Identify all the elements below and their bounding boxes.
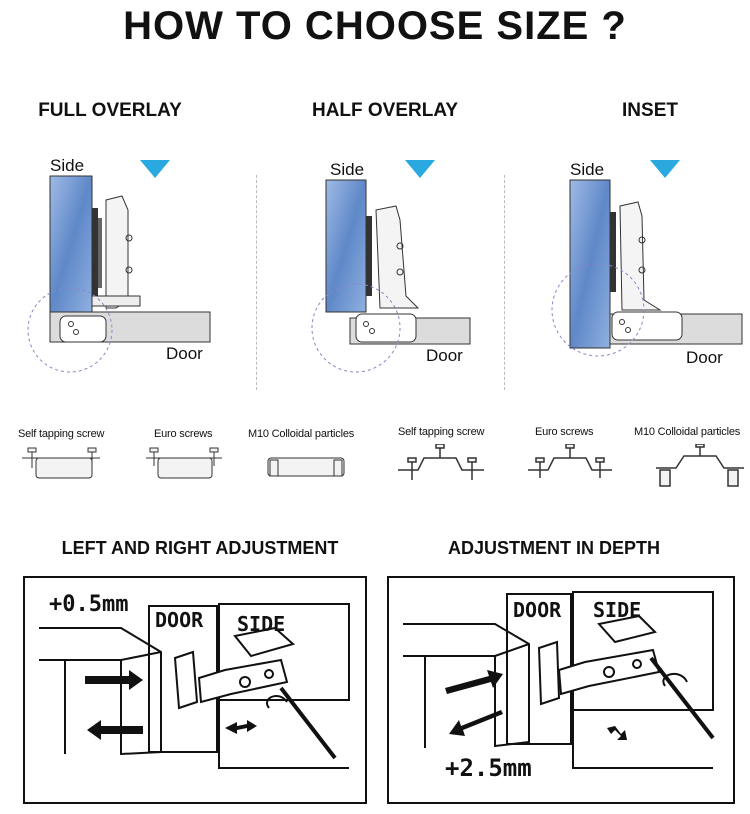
half-overlay-title: HALF OVERLAY [311,100,459,121]
half-overlay-svg [311,160,471,373]
hinge-arm [105,195,129,309]
hinge-cup [355,313,417,343]
inset-title: INSET [622,100,678,121]
down-arrow-icon [140,160,170,178]
adjustment-value: +0.5mm [49,592,129,617]
right-arrow-icon [85,670,143,690]
part-label-self-tapping-screw: Self tapping screw [398,426,485,438]
page-title: HOW TO CHOOSE SIZE ? [123,4,627,48]
hinge-cup [611,311,683,341]
raised-plate-m10 [656,444,744,487]
up-right-arrow-icon [445,670,503,694]
part-label-self-tapping-screw: Self tapping screw [18,428,105,440]
door-label: Door [686,348,723,367]
down-arrow-icon [650,160,680,178]
adjustment-value: +2.5mm [445,754,532,782]
straight-plate-m10 [267,457,345,477]
hinge-arm [375,205,420,309]
screwdriver [279,686,337,760]
mounting-plates-illustration [22,444,744,487]
hinge-plate [610,212,616,292]
part-label-m10-particles: M10 Colloidal particles [248,428,355,440]
door-label: DOOR [155,608,204,632]
side-panel-outline [572,591,714,711]
door-label: DOOR [513,598,562,622]
part-label-euro-screws: Euro screws [535,426,594,438]
hinge-cup [59,315,107,343]
left-right-adjustment-svg [39,603,350,769]
full-overlay-svg [27,160,211,373]
detail-circle [311,283,401,373]
side-panel [49,175,93,313]
full-overlay-diagram: Side Door [20,150,240,390]
depth-adjustment-svg [403,591,715,769]
detail-circle [551,263,645,357]
full-overlay-title: FULL OVERLAY [38,100,182,121]
left-arrow-icon [87,720,143,740]
straight-plate-self-tapping [22,447,100,479]
hinge-arm [619,201,662,311]
part-label-m10-particles: M10 Colloidal particles [634,426,741,438]
raised-plate-euro [528,444,612,478]
depth-adjustment-title: ADJUSTMENT IN DEPTH [447,538,660,558]
door-label: Door [166,344,203,363]
side-label: Side [570,160,605,179]
hinge-arm [197,658,289,704]
straight-plate-euro [146,447,222,479]
hinge-plate [92,208,98,296]
left-right-adjustment-title: LEFT AND RIGHT ADJUSTMENT [61,538,339,558]
depth-adjustment-box: +2.5mm DOOR SIDE [387,576,735,804]
side-label: SIDE [237,612,286,636]
separator [504,175,505,390]
side-label: SIDE [593,598,642,622]
left-right-adjustment-box: +0.5mm DOOR SIDE [23,576,367,804]
adjust-arrow-icon [607,726,627,740]
screwdriver [649,656,715,740]
raised-plate-self-tapping [398,444,484,480]
side-label: Side [50,156,85,175]
adjust-arrow-icon [225,720,257,734]
hinge-plate [366,216,372,296]
inset-diagram: Side Door [540,150,750,390]
inset-svg [551,160,743,357]
side-label: Side [330,160,365,179]
side-panel [325,179,367,313]
detail-circle [27,287,113,373]
door-label: Door [426,346,463,365]
down-arrow-icon [405,160,435,178]
separator [256,175,257,390]
part-label-euro-screws: Euro screws [154,428,213,440]
side-panel [569,179,611,349]
down-left-arrow-icon [449,710,503,736]
half-overlay-diagram: Side Door [300,150,520,390]
